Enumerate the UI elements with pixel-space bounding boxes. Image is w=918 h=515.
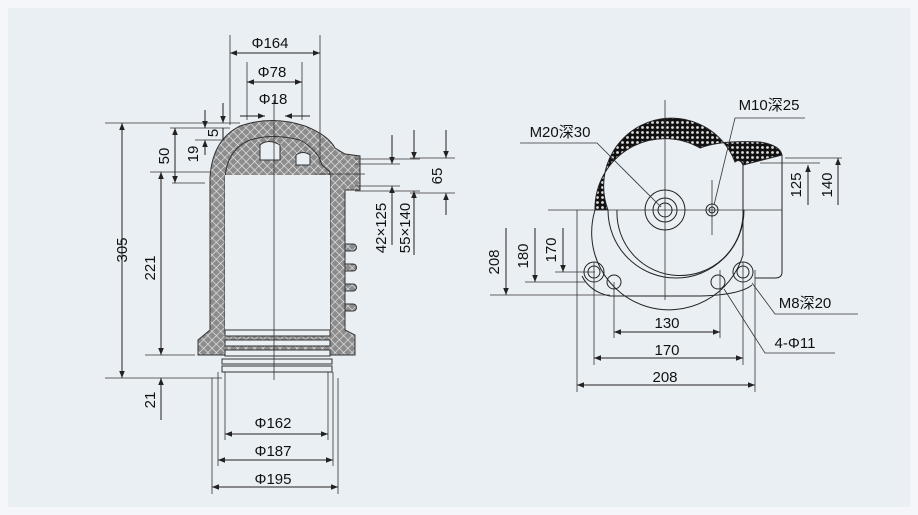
dim-50: 50 (156, 148, 173, 165)
m10-hole (705, 180, 719, 235)
label-4-holes-phi11: 4-Φ11 (775, 335, 816, 352)
dim-phi187: Φ187 (255, 443, 292, 460)
center-hole (644, 189, 686, 231)
side-view: Φ164 Φ78 Φ18 305 50 19 5 221 21 (105, 35, 455, 494)
dim-208: 208 (652, 369, 677, 386)
dim-phi195: Φ195 (255, 471, 292, 488)
dim-phi162: Φ162 (255, 415, 292, 432)
dim-phi78: Φ78 (258, 64, 287, 81)
dim-65: 65 (429, 168, 446, 185)
label-m10-depth25: M10深25 (739, 97, 800, 114)
dim-21: 21 (142, 392, 159, 409)
dim-h170: 170 (543, 237, 560, 262)
label-m8-depth20: M8深20 (779, 295, 832, 312)
dim-h140: 140 (819, 172, 836, 197)
dim-h125: 125 (788, 172, 805, 197)
dim-170: 170 (654, 342, 679, 359)
top-view: M20深30 M10深25 M8深20 4-Φ11 130 170 208 20… (486, 97, 858, 392)
dim-305: 305 (114, 237, 131, 262)
threads (221, 329, 333, 373)
dim-221: 221 (142, 255, 159, 280)
dim-130: 130 (654, 315, 679, 332)
dim-h180: 180 (515, 243, 532, 268)
dim-55x140: 55×140 (397, 203, 414, 253)
dim-phi18: Φ18 (259, 91, 288, 108)
dim-42x125: 42×125 (373, 203, 390, 253)
sheds (344, 243, 357, 312)
dim-5: 5 (205, 129, 222, 137)
dim-19: 19 (185, 146, 202, 163)
dim-h208: 208 (486, 249, 503, 274)
label-m20-depth30: M20深30 (530, 124, 591, 141)
dim-phi164: Φ164 (252, 35, 289, 52)
